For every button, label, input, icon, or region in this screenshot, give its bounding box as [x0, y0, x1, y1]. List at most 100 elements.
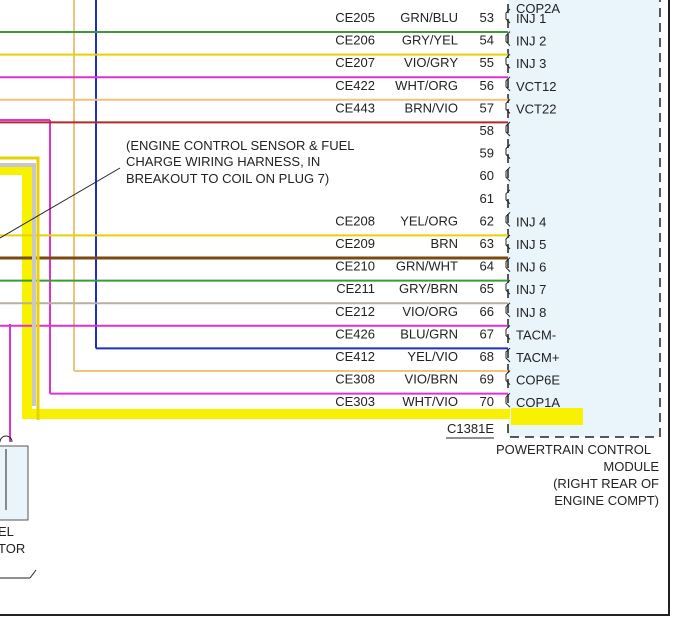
harness-note-line-2: CHARGE WIRING HARNESS, IN — [126, 154, 320, 169]
circuit-id: CE412 — [335, 349, 375, 364]
pin-number: 68 — [480, 349, 494, 364]
pin-connector-symbol — [505, 76, 511, 92]
pin-signal-name: TACM- — [516, 327, 556, 342]
pin-connector-symbol — [505, 166, 511, 182]
left-component-label-2: TOR — [0, 541, 25, 556]
pin-signal-name: VCT12 — [516, 79, 556, 94]
pin-connector-symbol — [505, 53, 511, 69]
connector-rows: CE205 GRN/BLU 53 INJ 1 CE206 GRY/YEL 54 INJ 2 CE… — [335, 8, 560, 410]
wire-layer — [0, 0, 508, 442]
wire-color-code: YEL/ORG — [400, 213, 458, 228]
pin-connector-symbol — [505, 370, 511, 385]
circuit-id: CE212 — [335, 304, 375, 319]
module-label-4: ENGINE COMPT) — [554, 493, 659, 508]
left-component-box — [0, 445, 29, 521]
circuit-id: CE206 — [335, 33, 375, 48]
pin-signal-name: INJ 3 — [516, 56, 546, 71]
pin-connector-symbol — [505, 347, 511, 363]
circuit-id: CE422 — [335, 78, 375, 93]
pin-signal-name: TACM+ — [516, 350, 559, 365]
harness-note-line-3: BREAKOUT TO COIL ON PLUG 7) — [126, 171, 329, 186]
circuit-id: CE211 — [336, 281, 375, 296]
pcm-module-box — [507, 0, 661, 438]
pin-number: 64 — [480, 259, 494, 274]
pin-number: 62 — [480, 213, 494, 228]
module-top-partial-label: COP2A — [516, 1, 560, 16]
pin-number: 70 — [480, 394, 494, 409]
pin-number: 66 — [480, 304, 494, 319]
pin-number: 67 — [480, 326, 494, 341]
circuit-id: CE205 — [335, 10, 375, 25]
pin-connector-symbol — [505, 392, 511, 408]
wire-color-code: BRN — [431, 236, 458, 251]
pin-number: 69 — [480, 372, 494, 387]
wire-color-code: VIO/GRY — [404, 55, 458, 70]
pin-number: 65 — [480, 281, 494, 296]
left-component-label-1: EL — [0, 524, 14, 539]
pin-signal-name: INJ 7 — [516, 282, 546, 297]
circuit-id: CE308 — [335, 372, 375, 387]
wire-color-code: VIO/BRN — [405, 372, 458, 387]
wire-color-code: GRN/BLU — [400, 10, 458, 25]
circuit-id: CE303 — [335, 394, 375, 409]
pin-number: 58 — [480, 123, 494, 138]
wire-color-code: YEL/VIO — [407, 349, 458, 364]
pin-signal-name: INJ 8 — [516, 305, 546, 320]
pin-signal-name: INJ 2 — [516, 34, 546, 49]
wire-color-code: GRY/YEL — [402, 33, 458, 48]
wire-color-code: BRN/VIO — [405, 100, 458, 115]
circuit-id: CE209 — [335, 236, 375, 251]
pin-number: 53 — [480, 10, 494, 25]
module-label-1: POWERTRAIN CONTROL — [496, 442, 651, 457]
harness-gray-wire — [0, 163, 36, 406]
pin-number: 57 — [480, 100, 494, 115]
pin-connector-symbol — [505, 325, 511, 340]
wire-color-code: GRY/BRN — [399, 281, 458, 296]
pin-number: 54 — [480, 33, 494, 48]
left-component-arc — [0, 435, 13, 443]
pin-connector-symbol — [505, 31, 511, 46]
harness-note-leader — [0, 167, 121, 239]
pin-connector-symbol — [505, 302, 511, 318]
pin-number: 55 — [480, 55, 494, 70]
pin-signal-name: INJ 4 — [516, 214, 546, 229]
pin-signal-name: COP6E — [516, 373, 560, 388]
circuit-id: CE207 — [335, 55, 375, 70]
wire-color-code: WHT/VIO — [402, 394, 458, 409]
pin-connector-symbol — [505, 212, 511, 227]
left-component-tick — [29, 569, 37, 579]
circuit-id: CE208 — [335, 213, 375, 228]
pin-connector-symbol — [505, 189, 511, 205]
pin-connector-symbol — [505, 279, 511, 295]
wire-color-code: VIO/ORG — [402, 304, 458, 319]
pin-signal-name: INJ 1 — [516, 11, 546, 26]
cop1a-signal-highlight — [511, 408, 583, 425]
harness-note-line-1: (ENGINE CONTROL SENSOR & FUEL — [126, 138, 355, 153]
pin-number: 56 — [480, 78, 494, 93]
wire-color-code: BLU/GRN — [400, 326, 458, 341]
circuit-id: CE443 — [335, 100, 375, 115]
pin-signal-name: VCT22 — [516, 101, 556, 116]
pin-number: 63 — [480, 236, 494, 251]
cop1a-highlight-path — [0, 165, 510, 419]
pin-number: 61 — [480, 191, 494, 206]
pin-connector-symbol — [505, 121, 511, 137]
wire-color-code: WHT/ORG — [395, 78, 458, 93]
pin-signal-name: INJ 5 — [516, 237, 546, 252]
pin-signal-name: INJ 6 — [516, 260, 546, 275]
pin-number: 59 — [480, 146, 494, 161]
pin-connector-symbol — [505, 8, 511, 24]
circuit-id: CE210 — [335, 259, 375, 274]
module-label-3: (RIGHT REAR OF — [553, 476, 659, 491]
module-label-2: MODULE — [603, 459, 659, 474]
circuit-id: CE426 — [335, 326, 375, 341]
harness-yellow-wire — [0, 156, 40, 420]
pin-connector-symbol — [505, 257, 511, 272]
pin-connector-symbol — [505, 234, 511, 250]
pin-connector-symbol — [505, 99, 511, 114]
pin-signal-name: COP1A — [516, 395, 560, 410]
wire-color-code: GRN/WHT — [396, 259, 458, 274]
pin-number: 60 — [480, 168, 494, 183]
connector-id: C1381E — [447, 421, 494, 436]
